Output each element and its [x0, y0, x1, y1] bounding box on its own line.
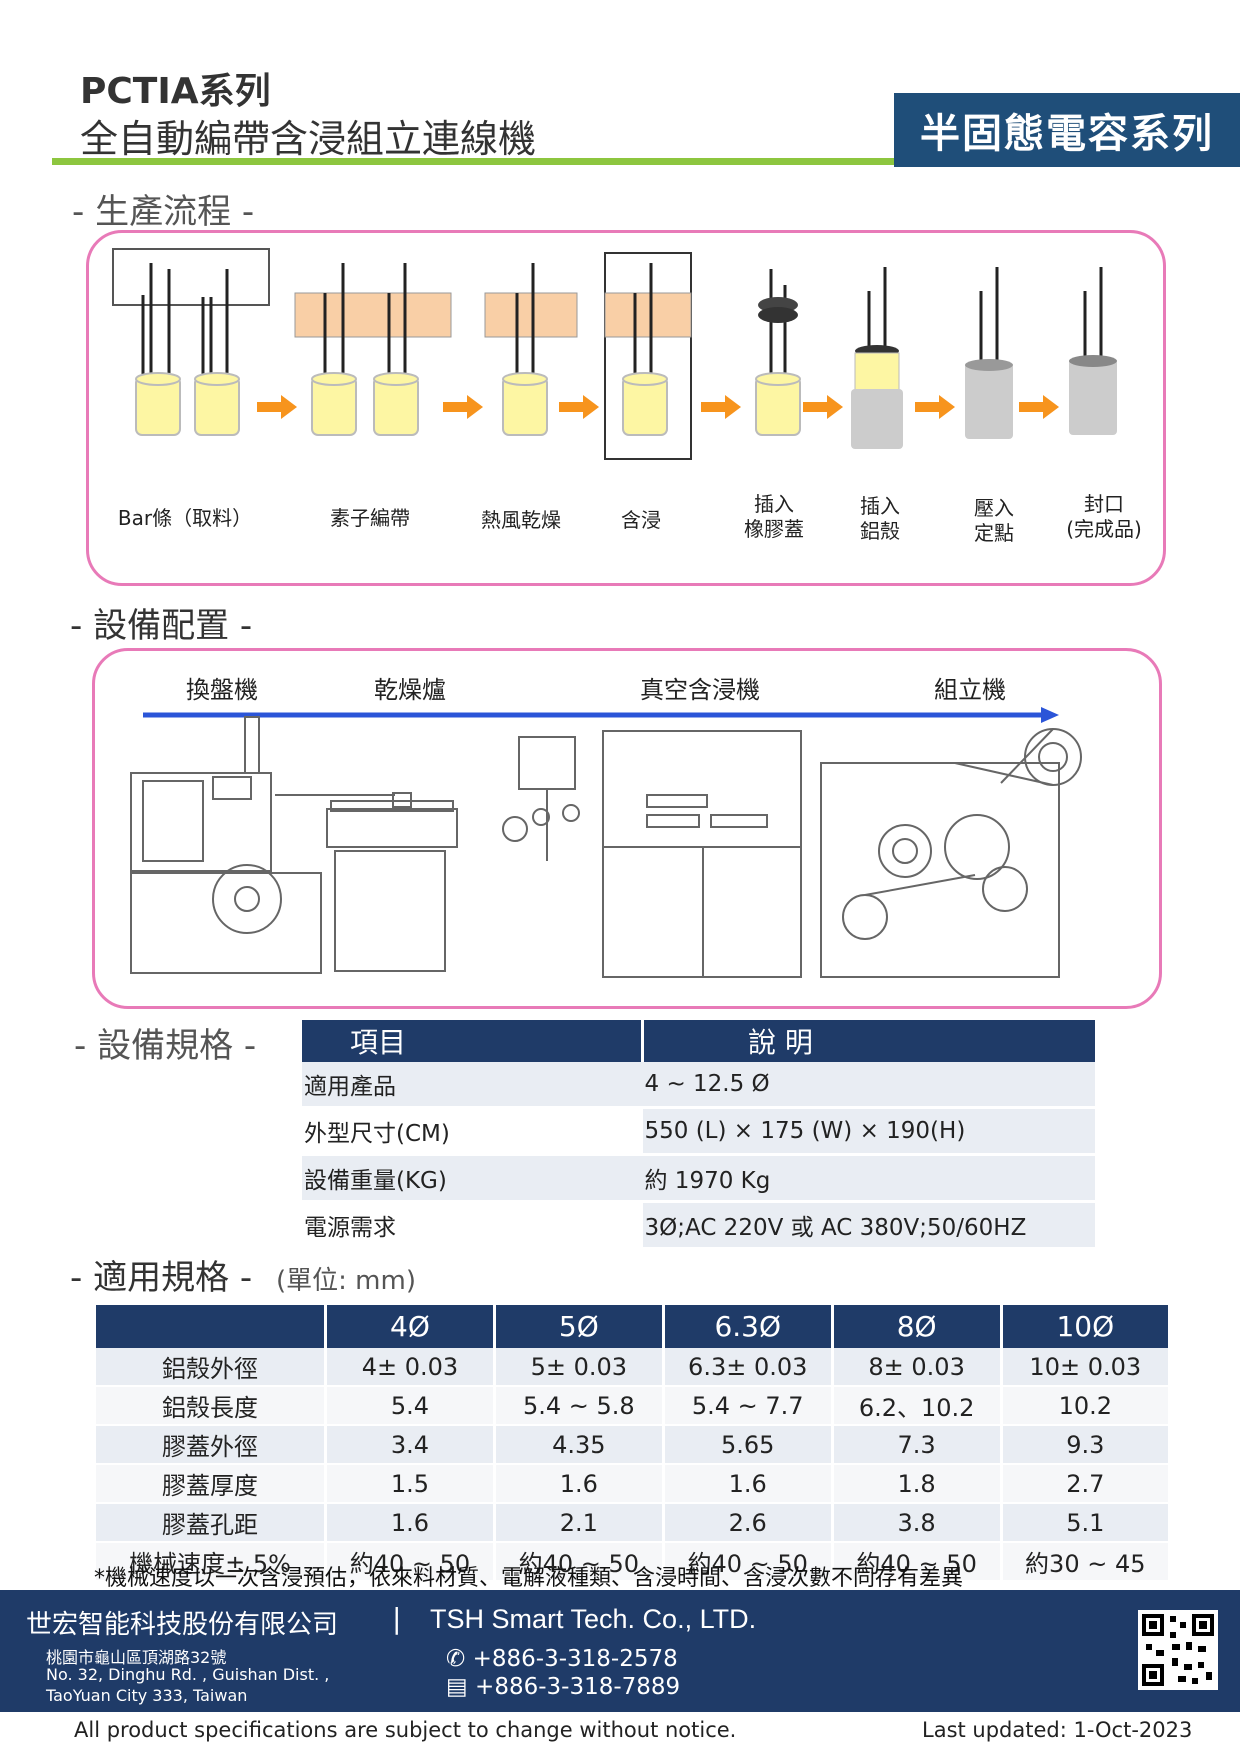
col-4: 4Ø	[324, 1305, 495, 1348]
phone-icon: ✆	[446, 1646, 466, 1672]
stage-label-1: Bar條（取料）	[117, 506, 253, 530]
table-row: 外型尺寸(CM) 550 (L) × 175 (W) × 190(H)	[302, 1107, 1095, 1156]
col-5: 5Ø	[492, 1305, 664, 1348]
spec-header-desc: 說 明	[642, 1020, 1095, 1062]
process-section-title: - 生產流程 -	[72, 192, 255, 232]
col-8: 8Ø	[830, 1305, 1002, 1348]
header-underline	[52, 158, 894, 165]
col-6-3: 6.3Ø	[661, 1305, 833, 1348]
product-name: 全自動編帶含浸組立連線機	[80, 117, 537, 161]
qr-code-icon	[1142, 1614, 1214, 1686]
stage-label-7: 壓入定點	[974, 496, 1014, 545]
last-updated: Last updated: 1-Oct-2023	[922, 1718, 1193, 1742]
company-name-en: TSH Smart Tech. Co., LTD.	[430, 1604, 757, 1634]
disclaimer: All product specifications are subject t…	[74, 1718, 737, 1742]
machine-label-assembly: 組立機	[934, 676, 1006, 704]
table-row: 設備重量(KG) 約 1970 Kg	[302, 1154, 1095, 1203]
stage-label-5: 插入橡膠蓋	[744, 492, 804, 541]
address-zh: 桃園市龜山區頂湖路32號	[46, 1648, 227, 1667]
equipment-spec-table: 項目 說 明 適用產品 4 ~ 12.5 Ø 外型尺寸(CM) 550 (L) …	[302, 1020, 1095, 1250]
footer-bar: 世宏智能科技股份有限公司 | TSH Smart Tech. Co., LTD.…	[0, 1590, 1240, 1712]
process-diagram	[112, 248, 1117, 460]
stage-label-2: 素子編帶	[330, 506, 410, 530]
fax-icon: ▤	[446, 1674, 468, 1700]
equipment-layout-box	[92, 648, 1162, 1009]
spec-header-item: 項目	[302, 1020, 644, 1062]
col-10: 10Ø	[999, 1305, 1168, 1348]
fax: ▤ +886-3-318-7889	[446, 1674, 681, 1700]
stage-label-8: 封口(完成品)	[1066, 492, 1142, 541]
machine-label-changer: 換盤機	[186, 676, 258, 704]
company-name-zh: 世宏智能科技股份有限公司	[26, 1610, 339, 1640]
process-diagram-box	[86, 230, 1166, 586]
footer-separator: |	[392, 1602, 402, 1635]
machine-label-vacuum-impregnation: 真空含浸機	[640, 676, 760, 704]
stage-label-4: 含浸	[621, 508, 661, 532]
machine-label-oven: 乾燥爐	[374, 676, 446, 704]
table-row: 適用產品 4 ~ 12.5 Ø	[302, 1062, 1095, 1109]
qr-code[interactable]	[1138, 1610, 1218, 1690]
specs-section-title: - 設備規格 -	[74, 1026, 257, 1066]
address-en-line1: No. 32, Dinghu Rd. , Guishan Dist. ,	[46, 1665, 330, 1684]
speed-footnote: *機械速度以一次含浸預估，依來料材質、電解液種類、含浸時間、含浸次數不同存有差異	[94, 1566, 964, 1591]
unit-label: (單位: mm)	[276, 1266, 416, 1296]
table-row: 電源需求 3Ø;AC 220V 或 AC 380V;50/60HZ	[302, 1201, 1095, 1250]
stage-label-6: 插入鋁殼	[860, 494, 900, 543]
address-en-line2: TaoYuan City 333, Taiwan	[46, 1686, 248, 1705]
series-badge: 半固態電容系列	[894, 93, 1240, 167]
stage-label-3: 熱風乾燥	[481, 508, 561, 532]
phone: ✆ +886-3-318-2578	[446, 1646, 678, 1672]
applicable-section-title: - 適用規格 -	[70, 1258, 253, 1298]
series-title: PCTIA系列	[80, 71, 271, 112]
equipment-section-title: - 設備配置 -	[70, 606, 253, 646]
equipment-drawing	[130, 707, 1082, 978]
